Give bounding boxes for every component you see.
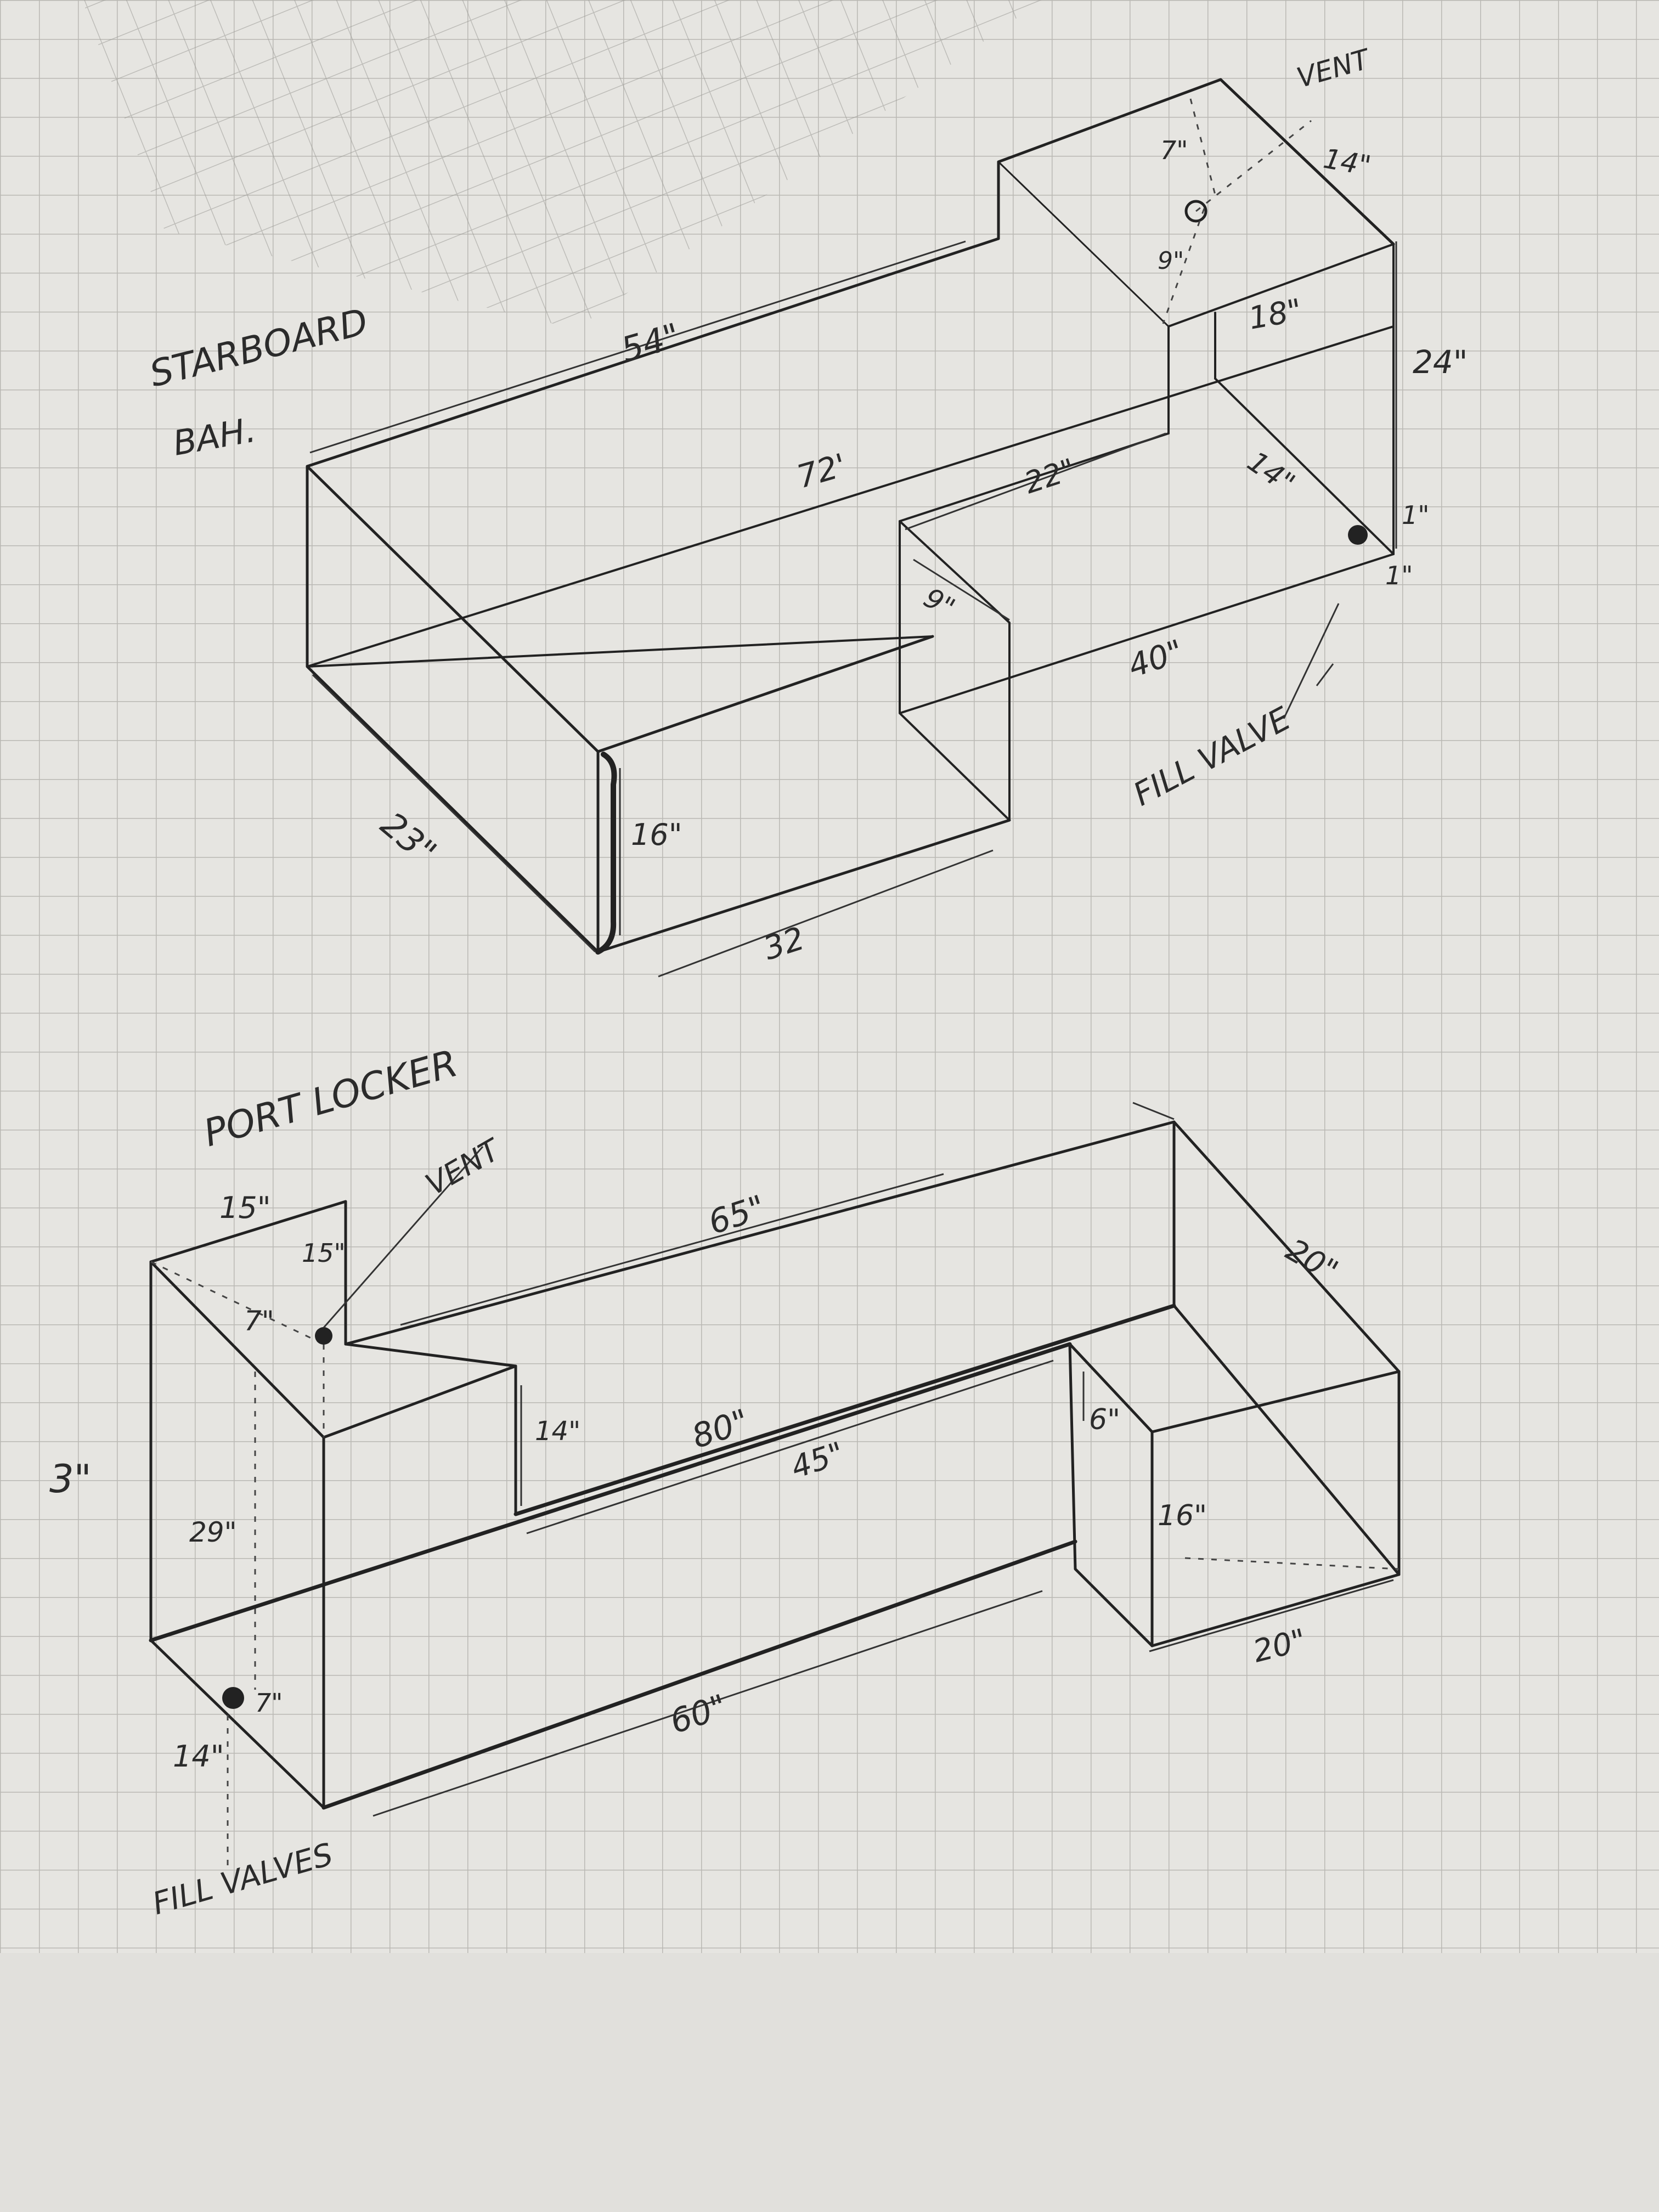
starboard-dim-16: 16" <box>631 817 682 852</box>
port-dim-15b: 15" <box>302 1238 346 1268</box>
port-locker-drawing <box>149 1102 1401 1865</box>
port-dim-29: 29" <box>189 1516 237 1548</box>
port-dim-3: 3" <box>49 1457 92 1502</box>
port-dim-15a: 15" <box>219 1190 271 1225</box>
starboard-vent-icon <box>1184 200 1207 223</box>
port-dim-7b: 7" <box>255 1688 283 1718</box>
starboard-dim-9b: 9" <box>1158 247 1184 275</box>
port-fill-valve-icon <box>222 1687 244 1709</box>
starboard-dim-1b: 1" <box>1385 561 1413 590</box>
starboard-dim-24: 24" <box>1413 343 1468 381</box>
port-dim-14a: 14" <box>535 1416 580 1447</box>
port-vent-icon <box>315 1327 332 1345</box>
starboard-dim-1a: 1" <box>1402 500 1429 530</box>
port-dim-14b: 14" <box>173 1739 224 1774</box>
paper-bottom-margin <box>0 1953 1659 2212</box>
port-dim-7a: 7" <box>244 1305 274 1337</box>
starboard-dim-7: 7" <box>1160 136 1188 165</box>
port-dim-6: 6" <box>1089 1403 1120 1436</box>
port-dim-16: 16" <box>1158 1499 1207 1532</box>
underlying-sheet-grid <box>82 0 1042 329</box>
starboard-fill-valve-icon <box>1348 525 1368 545</box>
starboard-tank-drawing <box>306 78 1397 978</box>
